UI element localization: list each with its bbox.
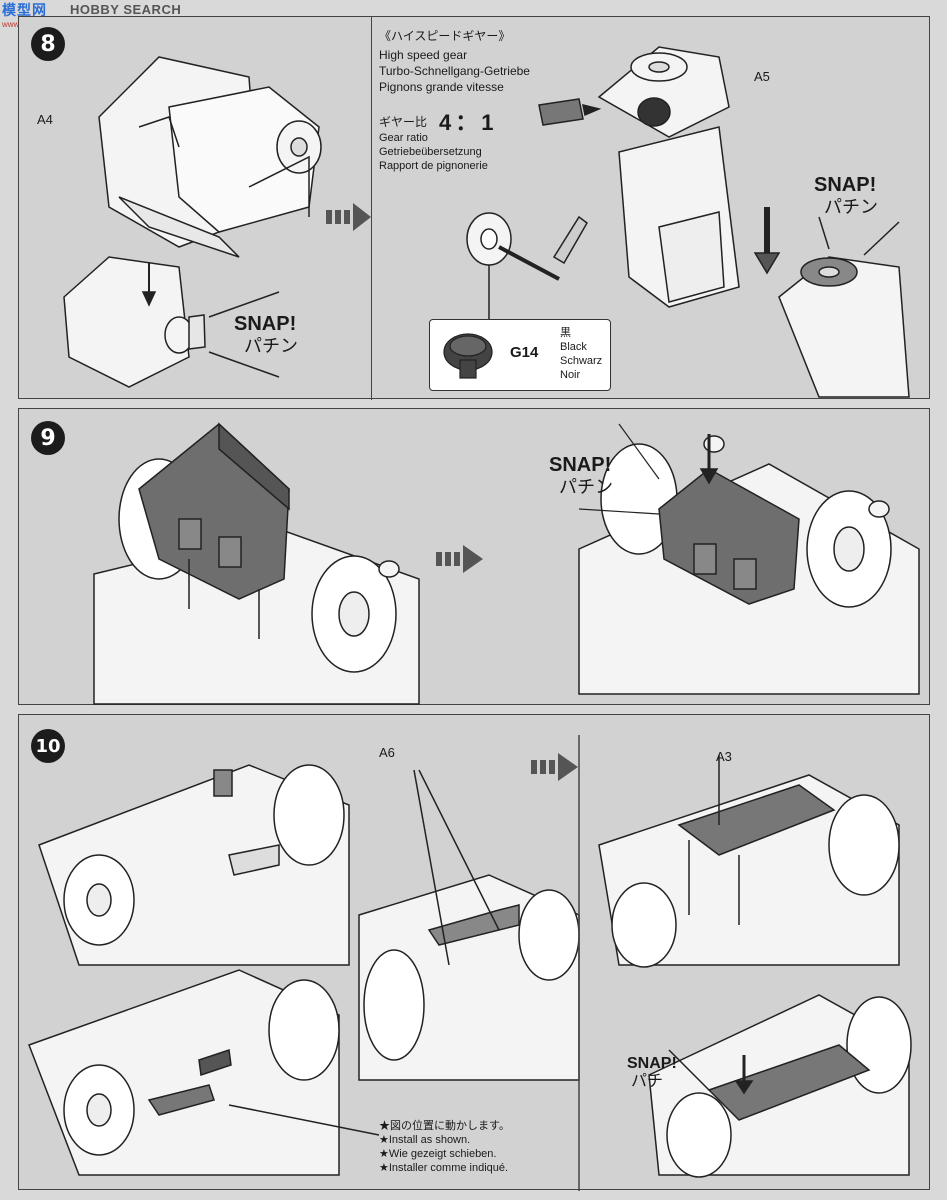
step-10-snap-jp: パチ (631, 1073, 664, 1090)
part-a4-label: A4 (37, 112, 53, 127)
gear-ratio-lines: Gear ratio Getriebeübersetzung Rapport d… (379, 131, 488, 173)
snap-left-text: SNAP! (234, 313, 297, 335)
snap-left-label: SNAP! パチン (234, 313, 298, 357)
watermark-en: HOBBY SEARCH (70, 2, 182, 17)
gear-ratio-line: Getriebeübersetzung (379, 146, 482, 158)
step-10-number: 10 (31, 729, 65, 763)
gear-title-line: Pignons grande vitesse (379, 80, 504, 94)
install-note: ★図の位置に動かします。 (379, 1120, 510, 1132)
step-10-panel: 10 (18, 714, 930, 1191)
gear-ratio-line: Gear ratio (379, 132, 428, 144)
gear-title-lines: High speed gear Turbo-Schnellgang-Getrie… (379, 47, 530, 95)
step-9-snap-label: SNAP! パチン (549, 454, 613, 498)
gear-ratio-jp: ギヤー比 (379, 115, 428, 129)
gear-title-jp: 《ハイスピードギヤー》 (379, 29, 511, 43)
gear-color-block: 黒 Black Schwarz Noir (560, 326, 602, 382)
install-note: ★Install as shown. (379, 1134, 471, 1146)
gear-color-line: Schwarz (560, 355, 603, 367)
step-8-illustration (63, 46, 910, 398)
watermark-cn: 模型网 (2, 2, 47, 18)
snap-right-text: SNAP! (814, 174, 877, 196)
gear-color-line: Black (560, 341, 587, 353)
step-9-snap-jp: パチン (559, 477, 613, 497)
step-9-illustration (93, 422, 920, 705)
part-a6-label: A6 (379, 745, 395, 760)
gear-ratio-value: 4：1 (439, 110, 498, 135)
part-a3-label: A3 (716, 749, 732, 764)
gear-g14-callout: G14 黒 Black Schwarz Noir (429, 319, 611, 391)
step-8-panel: 8 (18, 16, 930, 400)
step-10-snap-label: SNAP! パチ (627, 1055, 677, 1091)
gear-color-line: Noir (560, 369, 581, 381)
snap-left-jp: パチン (244, 336, 298, 356)
install-note: ★Installer comme indiqué. (379, 1162, 509, 1174)
step-10-illustration (28, 735, 912, 1191)
step-8-divider (371, 17, 372, 400)
step-8-number: 8 (31, 27, 65, 61)
step-9-number: 9 (31, 421, 65, 455)
gear-ratio-line: Rapport de pignonerie (379, 160, 488, 172)
gear-g14-icon (443, 333, 493, 379)
gear-title-line: High speed gear (379, 48, 468, 62)
install-note: ★Wie gezeigt schieben. (379, 1148, 497, 1160)
snap-right-label: SNAP! パチン (814, 174, 878, 218)
step-9-snap-text: SNAP! (549, 454, 612, 476)
gear-title-line: Turbo-Schnellgang-Getriebe (379, 64, 530, 78)
step-9-panel: 9 (18, 408, 930, 705)
snap-right-jp: パチン (824, 197, 878, 217)
install-notes: ★図の位置に動かします。 ★Install as shown. ★Wie gez… (379, 1119, 510, 1175)
gear-part-label: G14 (510, 344, 539, 361)
gear-color-jp: 黒 (560, 327, 571, 339)
part-a5-label: A5 (754, 69, 770, 84)
step-10-snap-text: SNAP! (627, 1055, 677, 1072)
